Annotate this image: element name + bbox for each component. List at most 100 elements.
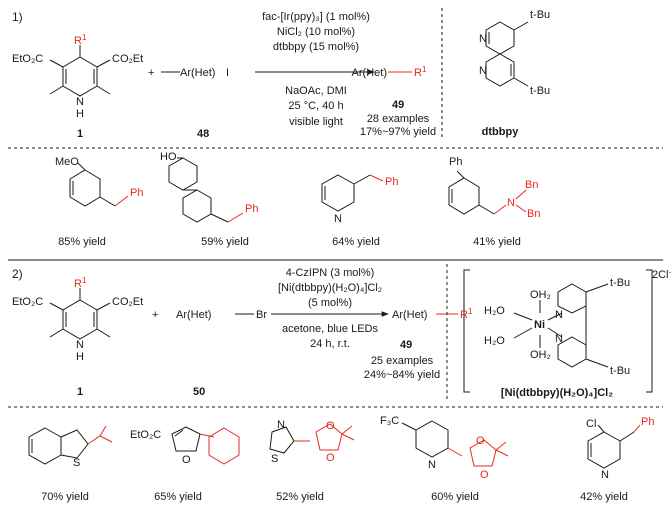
ex-1-3-sub: Ph (385, 176, 398, 188)
example-1-4-structure (448, 170, 527, 215)
ex-2-5-group: Cl (586, 418, 596, 430)
ex-2-4-group: F₃C (380, 415, 399, 427)
condition-1-6: visible light (289, 116, 343, 128)
compound-49-label-1: 49 (392, 99, 404, 111)
example-2-5-structure (587, 424, 641, 469)
counterion: 2Cl⁻ (652, 269, 671, 281)
condition-1-5: 25 °C, 40 h (288, 100, 343, 112)
ex-2-3-n: N (277, 419, 285, 431)
compound-50-label: 50 (193, 386, 205, 398)
compound-48-label: 48 (197, 128, 209, 140)
tbu-top: t-Bu (530, 9, 550, 21)
dtbbpy-structure (485, 21, 529, 87)
yield-range-2: 24%~84% yield (364, 369, 440, 381)
condition-2-3: (5 mol%) (308, 297, 352, 309)
reagent-2-halide: I (226, 67, 229, 79)
product-r1-1: R1 (414, 65, 427, 79)
reagent-50-formula: Ar(Het) (176, 309, 211, 321)
examples-count-2: 25 examples (371, 355, 434, 367)
reagent-50-halide: Br (256, 309, 267, 321)
example-1-2-structure (168, 157, 244, 223)
ligand-n-2: N (479, 65, 487, 77)
ex-1-1-group: MeO (55, 156, 79, 168)
condition-2-5: 24 h, r.t. (310, 338, 350, 350)
plus-2: + (152, 309, 158, 321)
ester-left-1: EtO₂C (12, 53, 43, 65)
ex-2-3-o2: O (326, 452, 335, 464)
product-formula-1: Ar(Het) (352, 67, 387, 79)
cat-tbu-top: t-Bu (610, 277, 630, 289)
h2o-lower: H₂O (484, 335, 505, 347)
ex-1-4-yield: 41% yield (473, 236, 521, 248)
ex-2-2-group: EtO₂C (130, 429, 161, 441)
condition-2-4: acetone, blue LEDs (282, 323, 379, 335)
ex-1-4-group: Ph (449, 156, 462, 168)
condition-2-2: [Ni(dtbbpy)(H₂O)₄]Cl₂ (278, 282, 382, 294)
ex-1-2-group: HO (160, 151, 177, 163)
ex-2-4-yield: 60% yield (431, 491, 479, 503)
ex-1-4-bn1: Bn (525, 179, 538, 191)
ex-2-1-s: S (73, 457, 80, 469)
ex-2-2-yield: 65% yield (154, 491, 202, 503)
oh2-bottom: OH₂ (530, 349, 551, 361)
compound-1-label-2: 1 (77, 386, 83, 398)
condition-2-1: 4-CzIPN (3 mol%) (286, 267, 375, 279)
example-2-3-structure (269, 423, 355, 454)
dtbbpy-label: dtbbpy (482, 126, 520, 138)
ex-1-1-sub: Ph (130, 187, 143, 199)
ex-1-3-yield: 64% yield (332, 236, 380, 248)
ester-left-2: EtO₂C (12, 296, 43, 308)
example-2-2-structure (171, 426, 240, 465)
ex-1-2-yield: 59% yield (201, 236, 249, 248)
oh2-top: OH₂ (530, 289, 551, 301)
r1-symbol-1: R1 (74, 33, 87, 47)
hantzsch-ester-1-structure (49, 45, 111, 97)
h2o-upper: H₂O (484, 305, 505, 317)
part-2-label: 2) (12, 267, 23, 281)
product-r1-2: R1 (460, 307, 473, 321)
ex-1-1-yield: 85% yield (58, 236, 106, 248)
ex-2-3-o1: O (326, 420, 335, 432)
example-2-1-structure (28, 425, 113, 465)
ni-catalyst-label: [Ni(dtbbpy)(H₂O)₄]Cl₂ (501, 387, 613, 399)
ex-2-4-o2: O (480, 469, 489, 481)
condition-1-2: NiCl₂ (10 mol%) (277, 26, 355, 38)
ex-2-5-n: N (601, 469, 609, 481)
examples-count-1: 28 examples (367, 113, 430, 125)
ester-right-2: CO₂Et (112, 296, 143, 308)
condition-1-4: NaOAc, DMI (285, 85, 347, 97)
reagent-2-formula: Ar(Het) (180, 67, 215, 79)
ex-1-4-n: N (507, 197, 515, 209)
product-formula-2: Ar(Het) (392, 309, 427, 321)
condition-1-1: fac-[Ir(ppy)₃] (1 mol%) (262, 11, 370, 23)
tbu-bottom: t-Bu (530, 85, 550, 97)
ni-n-1: N (555, 309, 563, 321)
ligand-n-1: N (479, 33, 487, 45)
nh-n-2: N (76, 339, 84, 351)
ex-2-4-n: N (428, 459, 436, 471)
ex-2-5-sub: Ph (641, 416, 654, 428)
condition-1-3: dtbbpy (15 mol%) (273, 41, 359, 53)
ex-2-5-yield: 42% yield (580, 491, 628, 503)
hantzsch-ester-2-structure (49, 288, 111, 340)
ex-1-2-sub: Ph (245, 203, 258, 215)
example-1-1-structure (69, 162, 129, 207)
nh-n-1: N (76, 96, 84, 108)
cat-tbu-bottom: t-Bu (610, 365, 630, 377)
yield-range-1: 17%~97% yield (360, 126, 436, 138)
ex-2-3-yield: 52% yield (276, 491, 324, 503)
ex-2-4-o1: O (476, 435, 485, 447)
ex-1-3-n: N (334, 213, 342, 225)
plus-1: + (148, 67, 154, 79)
ex-2-3-s: S (271, 453, 278, 465)
ni-n-2: N (555, 333, 563, 345)
nh-h-1: H (76, 108, 84, 120)
compound-1-label: 1 (77, 128, 83, 140)
ex-1-4-bn2: Bn (527, 208, 540, 220)
compound-49-label-2: 49 (400, 339, 412, 351)
example-1-3-structure (321, 174, 384, 212)
ester-right-1: CO₂Et (112, 53, 143, 65)
part-1-label: 1) (12, 10, 23, 24)
ex-2-2-o: O (182, 454, 191, 466)
